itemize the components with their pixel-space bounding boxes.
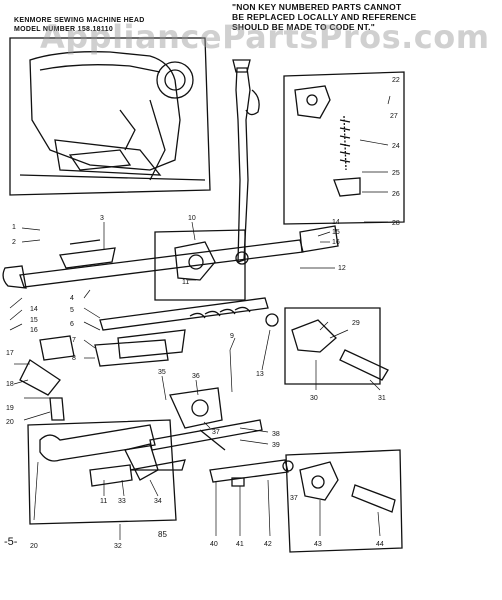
callout-14a: 14 [30, 306, 38, 313]
callout-33: 33 [118, 498, 126, 505]
page-number: -5- [4, 536, 18, 548]
needle-bar-group [232, 59, 260, 265]
main-shaft [2, 225, 339, 289]
feed-rock-bracket [149, 387, 263, 451]
callout-41: 41 [236, 541, 244, 548]
callout-13: 13 [256, 371, 264, 378]
callout-labels: 1 2 3 4 5 6 7 8 9 10 11 12 13 14 15 16 1… [6, 77, 400, 550]
callout-11: 11 [182, 279, 189, 286]
notice-line3: SHOULD BE MADE TO CODE NT." [232, 22, 375, 32]
callout-19: 19 [6, 405, 14, 412]
callout-32: 32 [114, 543, 122, 550]
callout-37: 37 [212, 429, 220, 436]
rock-shaft-box [154, 229, 246, 301]
callout-44: 44 [376, 541, 384, 548]
watermark: AppliancePartsPros.com [40, 18, 490, 56]
callout-3: 3 [100, 215, 104, 222]
model-header: KENMORE SEWING MACHINE HEAD MODEL NUMBER… [14, 16, 145, 34]
callout-16b: 16 [332, 239, 340, 246]
callout-15a: 15 [30, 317, 38, 324]
presser-bar-box [283, 71, 405, 225]
machine-inset [9, 37, 211, 196]
callout-39: 39 [272, 442, 280, 449]
callout-20b: 20 [30, 543, 38, 550]
callout-29: 29 [352, 320, 360, 327]
callout-22: 22 [392, 77, 400, 84]
callout-35: 35 [158, 369, 166, 376]
leader-lines [9, 95, 391, 540]
callout-38: 38 [272, 431, 280, 438]
feed-shaft [19, 297, 279, 421]
callout-15b: 15 [332, 229, 340, 236]
replacement-notice: "NON KEY NUMBERED PARTS CANNOT BE REPLAC… [232, 2, 482, 32]
callout-5: 5 [70, 307, 74, 314]
notice-line1: "NON KEY NUMBERED PARTS CANNOT [232, 2, 402, 12]
callout-16a: 16 [30, 327, 38, 334]
notice-line2: BE REPLACED LOCALLY AND REFERENCE [232, 12, 417, 22]
callout-12: 12 [338, 265, 346, 272]
callout-25: 25 [392, 170, 400, 177]
callout-26: 26 [392, 191, 400, 198]
callout-1: 1 [12, 224, 16, 231]
callout-6: 6 [70, 321, 74, 328]
callout-11b: 11 [100, 498, 107, 505]
callout-4: 4 [70, 295, 74, 302]
callout-27: 27 [390, 113, 398, 120]
code-label: 85 [158, 530, 167, 539]
callout-31: 31 [378, 395, 386, 402]
callout-18: 18 [6, 381, 14, 388]
callout-17: 17 [6, 350, 14, 357]
callout-24: 24 [392, 143, 400, 150]
feed-dog-box [284, 307, 389, 385]
callout-40: 40 [210, 541, 218, 548]
callout-37b: 37 [290, 495, 298, 502]
callout-9: 9 [230, 333, 234, 340]
callout-36: 36 [192, 373, 200, 380]
callout-42: 42 [264, 541, 272, 548]
feed-regulator-box [285, 449, 403, 553]
lower-feed-box [27, 419, 186, 525]
callout-8: 8 [72, 355, 76, 362]
callout-10: 10 [188, 215, 196, 222]
callout-2: 2 [12, 239, 16, 246]
callout-14b: 14 [332, 219, 340, 226]
model-header-line1: KENMORE SEWING MACHINE HEAD [14, 17, 145, 24]
callout-30: 30 [310, 395, 318, 402]
callout-34: 34 [154, 498, 162, 505]
callout-20: 20 [6, 419, 14, 426]
callout-7: 7 [72, 337, 76, 344]
callout-28: 28 [392, 220, 400, 227]
model-header-line2: MODEL NUMBER 158.18110 [14, 26, 114, 33]
callout-43: 43 [314, 541, 322, 548]
feed-link [209, 459, 294, 487]
